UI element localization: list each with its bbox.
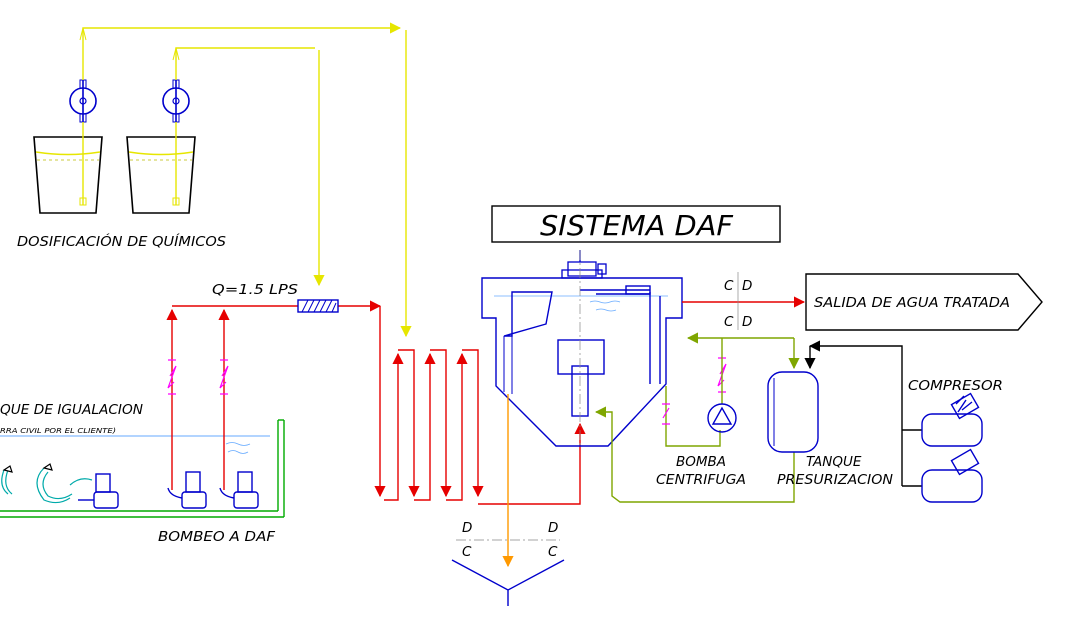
page-title: SISTEMA DAF [540,209,734,242]
submersible-pump-2 [219,471,259,509]
recycle-lines [594,332,800,503]
drain-funnel [451,559,565,606]
dosing-pump-1 [69,79,97,123]
chem-dosing-label: DOSIFICACIÓN DE QUÍMICOS [17,232,226,250]
dc-right-d: D [548,520,558,536]
chemical-tank-2 [126,136,196,214]
equalization-tank-label: QUE DE IGUALACION [0,402,143,418]
treated-outlet-label: SALIDA DE AGUA TRATADA [814,295,1010,311]
dosing-pump-2 [162,79,190,123]
tank-label-line1: TANQUE [806,454,862,470]
skimmer-drive [561,250,607,279]
daf-unit [481,277,683,447]
submersible-pump-1 [167,471,207,509]
submersible-pump-left [78,473,119,509]
dc-left-c: C [462,544,472,560]
daf-surface-waves [589,300,621,312]
chemical-line-markers [79,27,180,61]
cd-label-1-c: C [724,278,734,294]
influent-lines [166,300,586,505]
civil-note-label: RRA CIVIL POR EL CLIENTE) [0,427,116,435]
title-box [491,205,781,243]
pump-label-line1: BOMBA [676,454,726,470]
air-compressor-1 [921,392,983,447]
equalization-tank [0,419,285,518]
chemical-tank-1 [33,136,103,214]
static-mixer [297,299,339,313]
chemical-lines [79,22,412,338]
treated-outlet-box [805,273,1043,331]
dc-left-d: D [462,520,472,536]
compressor-label: COMPRESOR [908,378,1003,394]
pumping-label: BOMBEO A DAF [158,529,275,545]
air-compressor-2 [921,448,983,503]
check-valve-recycle [662,357,727,425]
centrifugal-pump [707,403,737,433]
cd-label-2-c: C [724,314,734,330]
check-valves-influent [167,359,229,395]
pressurization-tank [767,371,819,453]
cd-label-1-d: D [742,278,752,294]
mixer-diffusers [1,463,93,504]
air-lines [804,340,922,487]
cd-label-2-d: D [742,314,752,330]
pump-label-line2: CENTRIFUGA [656,472,746,488]
flow-rate-label: Q=1.5 LPS [212,282,299,298]
tank-label-line2: PRESURIZACION [777,472,893,488]
dc-right-c: C [548,544,558,560]
water-level-marks [225,442,251,454]
